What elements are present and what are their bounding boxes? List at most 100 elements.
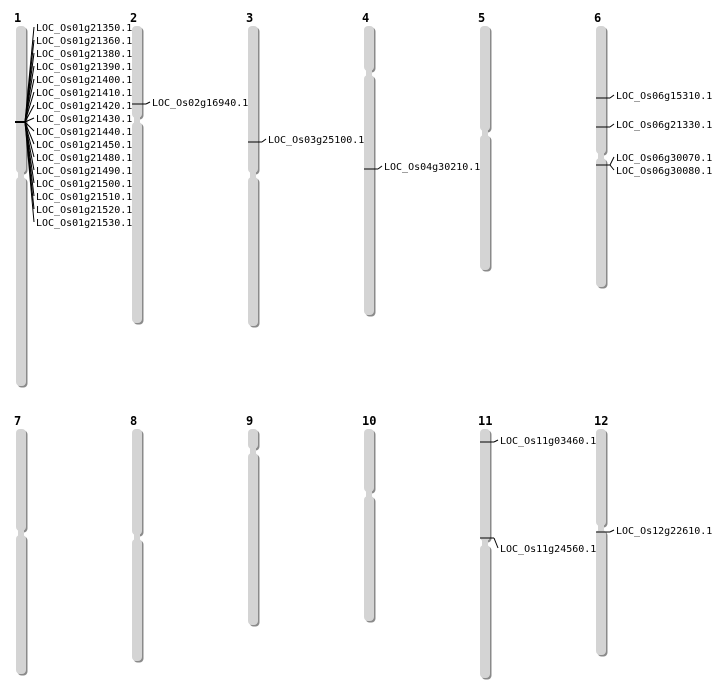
centromere xyxy=(598,153,604,159)
centromere xyxy=(18,172,24,178)
short-arm xyxy=(248,429,258,449)
gene-connector xyxy=(493,439,499,443)
chromosome-6: 6LOC_Os06g15310.1LOC_Os06g21330.1LOC_Os0… xyxy=(594,11,712,289)
short-arm xyxy=(364,429,374,492)
long-arm xyxy=(364,496,374,621)
chromosome-label: 5 xyxy=(478,11,485,25)
chromosome-label: 1 xyxy=(14,11,21,25)
gene-label: LOC_Os01g21520.1 xyxy=(36,205,132,216)
centromere xyxy=(366,70,372,76)
gene-label: LOC_Os01g21420.1 xyxy=(36,101,132,112)
long-arm xyxy=(16,535,26,674)
centromere xyxy=(482,540,488,546)
long-arm xyxy=(132,122,142,323)
chromosome-9: 9 xyxy=(246,414,260,627)
gene-label: LOC_Os06g15310.1 xyxy=(616,91,712,102)
centromere xyxy=(598,525,604,531)
gene-connector xyxy=(24,121,35,132)
long-arm xyxy=(248,453,258,625)
gene-connector xyxy=(24,78,35,123)
gene-label: LOC_Os01g21360.1 xyxy=(36,36,132,47)
gene-label: LOC_Os01g21490.1 xyxy=(36,166,132,177)
short-arm xyxy=(16,429,26,531)
gene-label: LOC_Os01g21530.1 xyxy=(36,218,132,229)
gene-label: LOC_Os11g24560.1 xyxy=(500,544,596,555)
gene-connector xyxy=(145,101,151,105)
chromosome-10: 10 xyxy=(362,414,376,623)
gene-connector xyxy=(493,537,499,549)
chromosome-8: 8 xyxy=(130,414,144,663)
gene-label: LOC_Os01g21510.1 xyxy=(36,192,132,203)
gene-connector xyxy=(24,117,35,123)
long-arm xyxy=(248,177,258,326)
short-arm xyxy=(132,26,142,118)
gene-label: LOC_Os06g21330.1 xyxy=(616,120,712,131)
centromere xyxy=(18,530,24,536)
long-arm xyxy=(596,530,606,655)
centromere xyxy=(134,117,140,123)
short-arm xyxy=(248,26,258,173)
gene-label: LOC_Os01g21450.1 xyxy=(36,140,132,151)
chromosome-label: 10 xyxy=(362,414,376,428)
chromosome-7: 7 xyxy=(14,414,28,676)
gene-label: LOC_Os01g21350.1 xyxy=(36,23,132,34)
long-arm xyxy=(596,158,606,287)
chromosome-label: 3 xyxy=(246,11,253,25)
chromosome-5: 5 xyxy=(478,11,492,272)
short-arm xyxy=(132,429,142,535)
gene-connector xyxy=(24,121,35,223)
centromere xyxy=(250,172,256,178)
long-arm xyxy=(364,75,374,315)
gene-label: LOC_Os06g30080.1 xyxy=(616,166,712,177)
centromere xyxy=(134,534,140,540)
gene-label: LOC_Os02g16940.1 xyxy=(152,98,248,109)
long-arm xyxy=(480,135,490,270)
gene-label: LOC_Os12g22610.1 xyxy=(616,526,712,537)
gene-label: LOC_Os01g21440.1 xyxy=(36,127,132,138)
gene-label: LOC_Os01g21400.1 xyxy=(36,75,132,86)
gene-connector xyxy=(609,156,615,166)
gene-connector xyxy=(261,138,267,143)
short-arm xyxy=(480,26,490,131)
short-arm xyxy=(596,26,606,154)
chromosome-label: 7 xyxy=(14,414,21,428)
gene-label: LOC_Os04g30210.1 xyxy=(384,162,480,173)
gene-label: LOC_Os11g03460.1 xyxy=(500,436,596,447)
chromosome-label: 6 xyxy=(594,11,601,25)
gene-connector xyxy=(609,94,615,99)
chromosome-label: 9 xyxy=(246,414,253,428)
gene-label: LOC_Os06g30070.1 xyxy=(616,153,712,164)
chromosome-label: 12 xyxy=(594,414,608,428)
centromere xyxy=(250,448,256,454)
chromosome-label: 4 xyxy=(362,11,369,25)
gene-connector xyxy=(609,164,615,171)
long-arm xyxy=(480,545,490,678)
short-arm xyxy=(596,429,606,526)
chromosome-label: 11 xyxy=(478,414,492,428)
chromosome-label: 2 xyxy=(130,11,137,25)
gene-connector xyxy=(24,121,35,145)
gene-connector xyxy=(24,104,35,123)
gene-label: LOC_Os01g21380.1 xyxy=(36,49,132,60)
gene-connector xyxy=(609,123,615,128)
gene-connector xyxy=(609,529,615,533)
gene-label: LOC_Os03g25100.1 xyxy=(268,135,364,146)
gene-label: LOC_Os01g21410.1 xyxy=(36,88,132,99)
gene-label: LOC_Os01g21390.1 xyxy=(36,62,132,73)
short-arm xyxy=(364,26,374,71)
gene-connector xyxy=(377,165,383,170)
gene-label: LOC_Os01g21480.1 xyxy=(36,153,132,164)
short-arm xyxy=(480,429,490,541)
long-arm xyxy=(16,177,26,386)
long-arm xyxy=(132,539,142,661)
gene-label: LOC_Os01g21430.1 xyxy=(36,114,132,125)
gene-label: LOC_Os01g21500.1 xyxy=(36,179,132,190)
chromosome-label: 8 xyxy=(130,414,137,428)
chromosome-1: 1LOC_Os01g21350.1LOC_Os01g21360.1LOC_Os0… xyxy=(14,11,132,388)
short-arm xyxy=(16,26,26,173)
